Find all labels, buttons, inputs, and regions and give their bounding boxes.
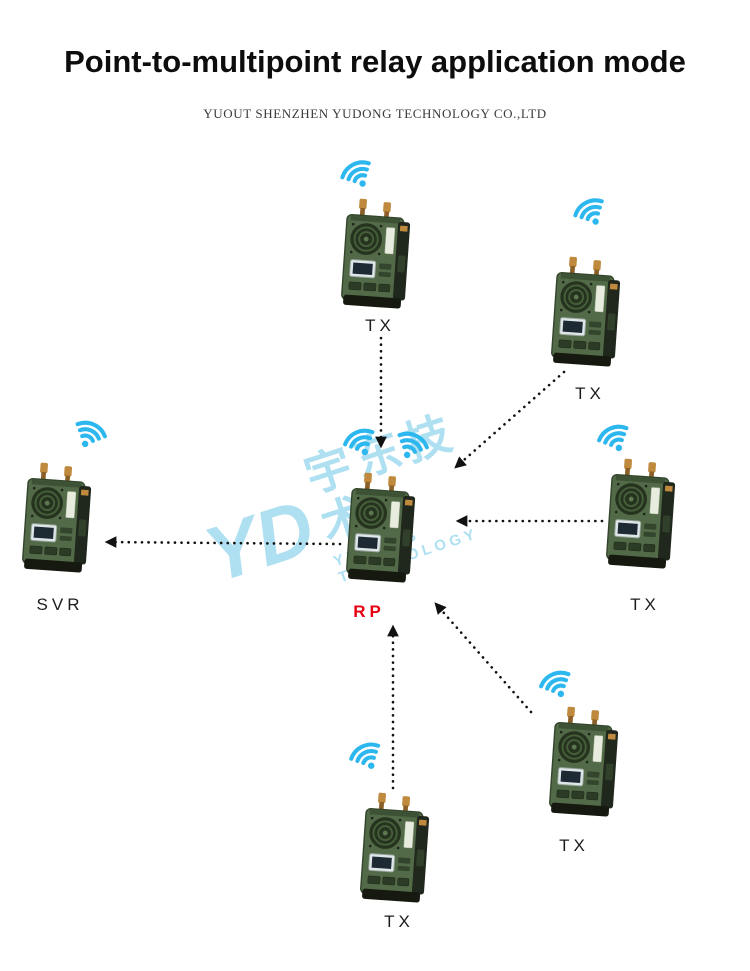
- device-rp: [340, 471, 429, 586]
- radio-device-illustration: [543, 705, 632, 820]
- label-tx-bottom-right: TX: [559, 836, 589, 855]
- device-tx-bottom-right: [543, 705, 632, 820]
- company-subtitle: YUOUT SHENZHEN YUDONG TECHNOLOGY CO.,LTD: [203, 106, 547, 121]
- wifi-icon: [528, 657, 584, 710]
- device-tx-top-right: [545, 255, 634, 370]
- label-svr: SVR: [36, 595, 84, 614]
- wifi-icon: [62, 407, 118, 460]
- radio-device-illustration: [340, 471, 429, 586]
- radio-device-illustration: [600, 457, 689, 572]
- label-rp: RP: [353, 602, 385, 621]
- watermark-logo: YD: [194, 481, 325, 599]
- label-tx-top: TX: [365, 316, 395, 335]
- radio-device-illustration: [16, 461, 105, 576]
- wifi-icon: [338, 728, 394, 781]
- wifi-icon: [586, 411, 642, 464]
- label-tx-top-right: TX: [575, 384, 605, 403]
- arrow-rp-to-svr: [104, 536, 342, 548]
- arrow-tx-bottomright-to-rp: [434, 602, 533, 714]
- radio-device-illustration: [545, 255, 634, 370]
- label-tx-right: TX: [630, 595, 660, 614]
- device-tx-bottom: [354, 791, 443, 906]
- device-tx-top: [335, 197, 424, 312]
- wifi-icon: [384, 418, 440, 471]
- wifi-icon: [332, 415, 388, 468]
- device-svr: [16, 461, 105, 576]
- page-title: Point-to-multipoint relay application mo…: [64, 44, 686, 79]
- arrow-tx-topright-to-rp: [454, 370, 566, 469]
- radio-device-illustration: [335, 197, 424, 312]
- wifi-icon: [329, 146, 386, 200]
- device-tx-right: [600, 457, 689, 572]
- wifi-icon: [562, 184, 619, 238]
- radio-device-illustration: [354, 791, 443, 906]
- label-tx-bottom: TX: [384, 912, 414, 931]
